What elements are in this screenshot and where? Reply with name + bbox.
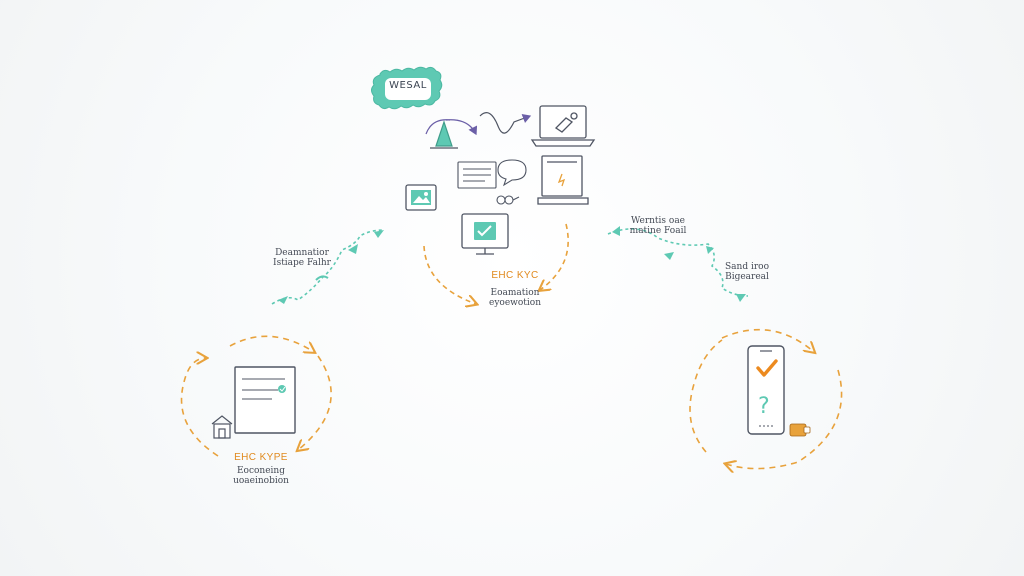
center-cycle-right-arc	[540, 223, 569, 290]
curved-arrow-icon	[445, 119, 478, 136]
left-stage-caption: Eoconeing uoaeinobion	[233, 466, 289, 487]
right-connector-top-label: Werntis oae matine Foail	[629, 216, 687, 237]
chat-bubble-icon	[497, 159, 527, 187]
laptop-icon	[530, 105, 596, 147]
question-icon: ?	[758, 394, 770, 419]
photo-id-icon	[405, 184, 437, 211]
right-cycle	[689, 328, 843, 469]
home-icon	[211, 415, 233, 439]
document-icon	[234, 366, 296, 434]
wallet-icon	[789, 423, 811, 437]
right-connector-bottom-label: Sand iroo Bigeareal	[725, 262, 769, 283]
center-cycle-left-arc	[423, 245, 476, 304]
badge-label: WESAL	[389, 80, 427, 91]
left-connector-label: Deamnatior Istiape Falhr	[273, 248, 331, 269]
tablet-document-icon	[537, 155, 589, 205]
right-connector	[607, 226, 749, 302]
left-connector	[271, 229, 385, 305]
phone-icon	[747, 345, 785, 435]
checkmark-icon	[756, 359, 778, 377]
center-stage-caption: Eoamation eyoewotion	[489, 288, 541, 309]
form-lines-icon	[457, 161, 497, 189]
check-arrow-icon	[479, 112, 532, 134]
cone-icon	[425, 119, 458, 149]
left-stage-title: EHC KYPE	[234, 452, 288, 463]
link-icon	[496, 195, 520, 205]
scalloped-badge	[371, 66, 443, 110]
center-stage-title: EHC KYC	[491, 270, 539, 281]
monitor-check-icon	[461, 213, 509, 255]
left-cycle	[180, 335, 332, 457]
